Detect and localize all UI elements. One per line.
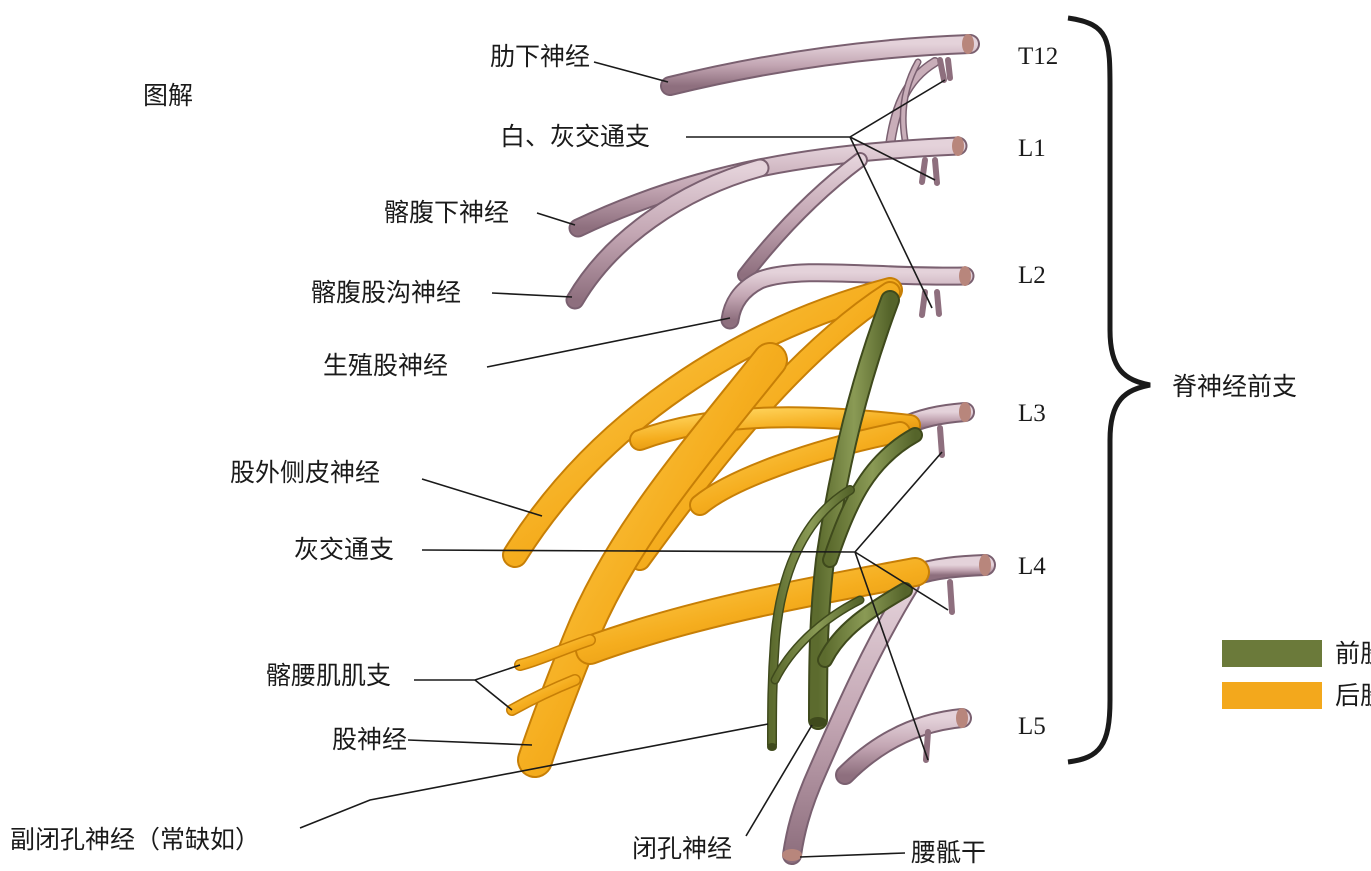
- label-femoral-nerve: 股神经: [332, 727, 407, 752]
- label-genitofemoral-nerve: 生殖股神经: [323, 353, 448, 378]
- label-white-gray-rami: 白、灰交通支: [500, 124, 650, 149]
- segment-label-l1: L1: [1018, 136, 1046, 161]
- label-subcostal-nerve: 肋下神经: [490, 44, 590, 69]
- curly-brace: [1068, 18, 1150, 762]
- label-gray-rami: 灰交通支: [294, 537, 394, 562]
- label-lateral-cutaneous-nerve: 股外侧皮神经: [230, 460, 380, 485]
- label-ilioinguinal-nerve: 髂腹股沟神经: [311, 280, 461, 305]
- segment-label-l2: L2: [1018, 263, 1046, 288]
- segment-label-l3: L3: [1018, 401, 1046, 426]
- legend-label-posterior: 后股: [1335, 683, 1371, 708]
- label-iliopsoas-branches: 髂腰肌肌支: [266, 663, 391, 688]
- label-accessory-obturator-nerve: 副闭孔神经（常缺如）: [10, 827, 260, 852]
- segment-label-l4: L4: [1018, 554, 1046, 579]
- label-lumbosacral-trunk: 腰骶干: [911, 840, 986, 865]
- legend-swatch-posterior: [1222, 682, 1322, 709]
- diagram-title: 图解: [143, 83, 193, 108]
- legend-label-anterior: 前股: [1335, 641, 1371, 666]
- brace-label: 脊神经前支: [1172, 374, 1297, 399]
- segment-label-l5: L5: [1018, 714, 1046, 739]
- segment-label-t12: T12: [1018, 44, 1058, 69]
- label-obturator-nerve: 闭孔神经: [632, 836, 732, 861]
- legend-swatch-anterior: [1222, 640, 1322, 667]
- label-iliohypogastric-nerve: 髂腹下神经: [384, 200, 509, 225]
- iliohypogastric-nerve: [578, 146, 958, 228]
